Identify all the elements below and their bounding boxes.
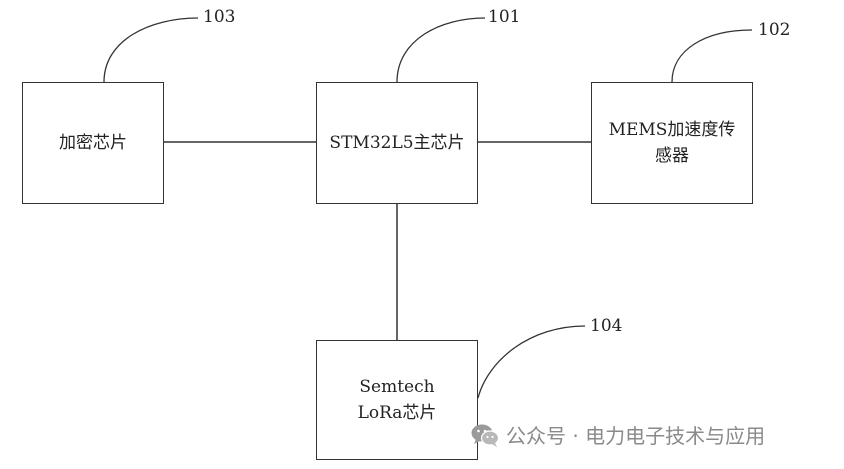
leader-101 — [396, 17, 486, 83]
lora-chip-label-line2: LoRa芯片 — [357, 403, 437, 423]
mems-sensor-label-line1: MEMS加速度传 — [608, 120, 736, 140]
ref-102: 102 — [758, 20, 791, 40]
leader-104 — [477, 325, 586, 399]
leader-103 — [103, 17, 199, 83]
encryption-chip-block: 加密芯片 — [22, 82, 164, 204]
mems-sensor-label-line2: 感器 — [655, 146, 689, 166]
wechat-icon — [470, 422, 500, 448]
watermark-text: 公众号 · 电力电子技术与应用 — [506, 424, 766, 448]
encryption-chip-label: 加密芯片 — [59, 133, 127, 153]
ref-101: 101 — [488, 7, 521, 27]
main-chip-label: STM32L5主芯片 — [329, 133, 465, 153]
ref-104: 104 — [590, 316, 623, 336]
watermark: 公众号 · 电力电子技术与应用 — [470, 420, 765, 449]
leader-102 — [671, 29, 753, 83]
lora-chip-block: Semtech LoRa芯片 — [316, 340, 478, 460]
main-chip-block: STM32L5主芯片 — [316, 82, 478, 204]
lora-chip-label-line1: Semtech — [359, 377, 435, 397]
mems-sensor-block: MEMS加速度传 感器 — [591, 82, 753, 204]
ref-103: 103 — [203, 7, 236, 27]
